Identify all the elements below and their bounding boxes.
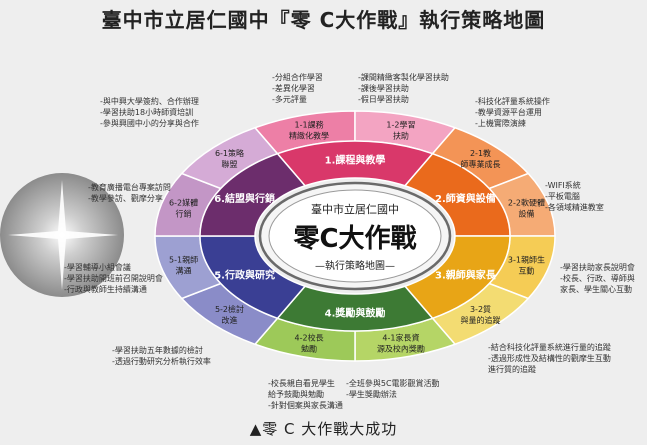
outer-segment-label: 勉勵 (301, 343, 317, 353)
strategy-note-line: -學習扶助18小時師資培訓 (100, 108, 194, 117)
outer-segment-label: 溝通 (176, 265, 192, 275)
outer-segment-label: 精緻化教學 (289, 131, 329, 141)
category-label: 6.結盟與行銷 (214, 192, 275, 205)
category-label: 2.師資與設備 (435, 192, 496, 205)
strategy-note-line: -參與興國中小的分享與合作 (100, 119, 199, 128)
strategy-note-line: -假日學習扶助 (358, 95, 409, 104)
strategy-note-line: -分組合作學習 (272, 73, 323, 82)
outer-segment-label: 扶助 (393, 131, 409, 141)
strategy-note-line: -WIFI系統 (545, 181, 581, 190)
category-label: 4.獎勵與鼓勵 (325, 307, 386, 320)
strategy-note-line: -學習輔導小組會議 (64, 263, 131, 272)
strategy-note-line: -全班參與5C電影觀賞活動 (346, 379, 440, 388)
center-sub-title: —執行策略地圖— (315, 259, 395, 272)
outer-segment-label: 6-1策略 (215, 148, 244, 158)
outer-segment-label: 1-2學習 (386, 120, 415, 130)
outer-segment-label: 5-1親師 (169, 254, 198, 264)
caption: ▲零 C 大作戰大成功 (249, 420, 398, 438)
strategy-note-line: -校長、行政、導師與 (560, 274, 635, 283)
outer-segment-label: 3-2質 (470, 304, 491, 314)
strategy-note-line: 家長、學生關心互動 (560, 285, 632, 294)
strategy-note-line: -課後學習扶助 (358, 84, 409, 93)
strategy-note-line: -教學參訪、觀摩分享 (88, 194, 163, 203)
strategy-note: -校長親自看見學生 給予鼓勵與勉勵 -針對個案與家長溝通 (268, 378, 343, 411)
category-segment-6 (199, 152, 307, 237)
outer-segment-label: 3-1親師生 (508, 254, 545, 264)
strategy-note-line: -學生獎勵辦法 (346, 390, 397, 399)
category-ring (199, 140, 511, 332)
strategy-note: -WIFI系統 -平板電腦 -各領域精進教室 (545, 180, 604, 213)
strategy-note-line: -與中興大學簽約、合作辦理 (100, 97, 199, 106)
strategy-note-line: -學習扶助家長說明會 (560, 263, 635, 272)
center-ellipse (268, 189, 442, 283)
outer-segment-label: 設備 (518, 209, 534, 219)
category-label: 1.課程與教學 (325, 154, 386, 167)
strategy-note-line: -課間精緻客製化學習扶助 (358, 73, 449, 82)
page-title: 臺中市立居仁國中『零 C大作戰』執行策略地圖 (101, 8, 546, 32)
outer-segment-label: 聯盟 (221, 159, 237, 169)
outer-segment-label: 4-2校長 (295, 332, 324, 342)
strategy-note: -學習輔導小組會議 -學習扶助開班前召開說明會 -行政與教師生持續溝通 (64, 262, 163, 295)
outer-segment-label: 源及校內獎勵 (377, 343, 425, 353)
category-label: 5.行政與研究 (214, 268, 275, 281)
strategy-note-line: -結合科技化評量系統進行量的追蹤 (488, 343, 611, 352)
strategy-note: -與中興大學簽約、合作辦理 -學習扶助18小時師資培訓 -參與興國中小的分享與合作 (100, 96, 199, 129)
outer-segment-label: 改進 (221, 315, 237, 325)
strategy-note: -教育廣播電台專案訪問 -教學參訪、觀摩分享 (88, 182, 171, 204)
outer-segment-label: 2-2軟硬體 (508, 198, 545, 208)
outer-segment-label: 4-1家長資 (382, 332, 419, 342)
strategy-note-line: -多元評量 (272, 95, 307, 104)
strategy-note: -科技化評量系統操作 -教學資源平台運用 -上機實際演練 (475, 96, 550, 129)
strategy-note: -學習扶助家長說明會 -校長、行政、導師與 家長、學生關心互動 (560, 262, 635, 295)
outer-segment-label: 1-1課務 (295, 120, 324, 130)
strategy-note-line: -上機實際演練 (475, 119, 526, 128)
strategy-note-line: -科技化評量系統操作 (475, 97, 550, 106)
center-school-name: 臺中市立居仁國中 (311, 202, 399, 216)
outer-segment-label: 5-2檢討 (215, 304, 244, 314)
outer-segment-label: 與量的追蹤 (461, 315, 501, 325)
outer-segment-label: 6-2媒體 (169, 198, 198, 208)
outer-segment-label: 行銷 (176, 209, 192, 219)
outer-segment-label: 師專業成長 (461, 159, 501, 169)
strategy-note-line: -平板電腦 (545, 192, 580, 201)
strategy-note-line: 給予鼓勵與勉勵 (268, 390, 324, 399)
category-label: 3.親師與家長 (435, 268, 497, 281)
strategy-note: -結合科技化評量系統進行量的追蹤 -透過形成性及結構性的觀摩生互動 進行質的追蹤 (488, 342, 611, 375)
strategy-note: -全班參與5C電影觀賞活動 -學生獎勵辦法 (346, 378, 440, 400)
strategy-note: -課間精緻客製化學習扶助 -課後學習扶助 -假日學習扶助 (358, 72, 449, 105)
strategy-note-line: -學習扶助開班前召開說明會 (64, 274, 163, 283)
strategy-note-line: -針對個案與家長溝通 (268, 401, 343, 410)
sparkle-icon (8, 180, 118, 290)
center-main-title: 零C大作戰 (293, 224, 416, 254)
strategy-note-line: -透過形成性及結構性的觀摩生互動 (488, 354, 611, 363)
strategy-note-line: -學習扶助五年數據的檢討 (112, 346, 203, 355)
strategy-note-line: -教學資源平台運用 (475, 108, 542, 117)
strategy-note: -學習扶助五年數據的檢討 -透過行動研究分析執行效率 (112, 345, 211, 367)
strategy-note-line: -透過行動研究分析執行效率 (112, 357, 211, 366)
strategy-note-line: -校長親自看見學生 (268, 379, 335, 388)
strategy-note-line: -各領域精進教室 (545, 203, 604, 212)
strategy-note: -分組合作學習 -差異化學習 -多元評量 (272, 72, 323, 105)
strategy-note-line: -行政與教師生持續溝通 (64, 285, 147, 294)
strategy-note-line: -教育廣播電台專案訪問 (88, 183, 171, 192)
outer-segment-label: 互動 (518, 266, 534, 275)
outer-segment-label: 2-1教 (470, 148, 491, 158)
strategy-note-line: 進行質的追蹤 (488, 365, 536, 374)
strategy-note-line: -差異化學習 (272, 84, 315, 93)
